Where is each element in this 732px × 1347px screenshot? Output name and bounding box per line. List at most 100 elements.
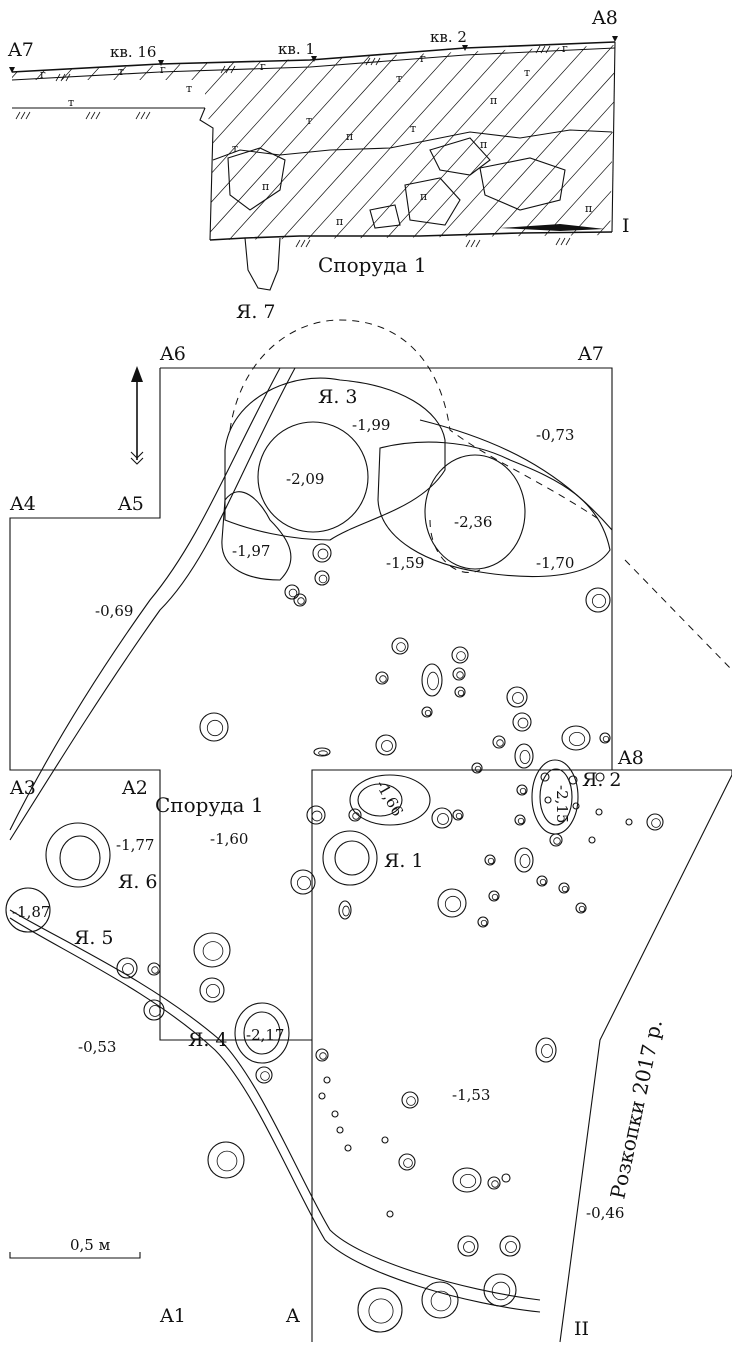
posthole-inner xyxy=(519,854,531,869)
section-marker-sq16 xyxy=(158,60,164,66)
posthole-outer xyxy=(318,1092,326,1100)
posthole-inner xyxy=(342,905,350,917)
soil-mark-sand: п xyxy=(336,215,343,228)
posthole-outer xyxy=(492,735,506,749)
soil-mark-clay: т xyxy=(232,142,238,155)
ground-tick xyxy=(225,65,231,74)
posthole-inner xyxy=(427,671,439,691)
posthole-outer xyxy=(255,1066,273,1084)
posthole-inner xyxy=(311,810,323,822)
posthole-inner xyxy=(496,739,504,747)
ground-tick xyxy=(90,111,96,120)
posthole-inner xyxy=(122,963,134,975)
section-dark-lens xyxy=(500,224,605,231)
posthole-outer xyxy=(514,847,534,873)
posthole-outer xyxy=(514,814,526,826)
section-square-2: кв. 2 xyxy=(430,28,467,46)
plan-point-a3: A3 xyxy=(9,777,36,799)
depth-mark: -2,09 xyxy=(286,470,324,488)
section-ground-surface xyxy=(11,41,616,73)
section-marker-a8 xyxy=(612,36,618,42)
posthole-outer xyxy=(595,808,603,816)
pit3-label: Я. 3 xyxy=(318,386,358,408)
ground-tick xyxy=(140,111,146,120)
posthole-inner xyxy=(553,837,561,845)
posthole-outer xyxy=(452,667,466,681)
posthole-outer xyxy=(499,1235,521,1257)
hatch-line xyxy=(427,45,615,240)
posthole-inner xyxy=(592,594,607,609)
posthole-outer xyxy=(193,932,231,968)
soil-mark-clay: т xyxy=(306,114,312,127)
posthole-outer xyxy=(512,712,532,732)
posthole-outer xyxy=(558,882,570,894)
section-marker-sq1 xyxy=(311,56,317,62)
plan-point-a8: A8 xyxy=(617,747,644,769)
posthole-outer xyxy=(421,1281,459,1319)
plan-structure-label: Споруда 1 xyxy=(155,793,264,817)
soil-mark-clay: т xyxy=(68,96,74,109)
depth-mark: -1,97 xyxy=(232,542,270,560)
posthole-inner xyxy=(505,1241,517,1253)
posthole-inner xyxy=(318,750,328,756)
section-pit7-label: Я. 7 xyxy=(236,301,276,323)
soil-mark-sand: п xyxy=(585,202,592,215)
posthole-outer xyxy=(315,1048,329,1062)
posthole-outer xyxy=(452,809,464,821)
pit3-east-pit xyxy=(377,441,611,578)
posthole-inner xyxy=(602,735,610,743)
soil-mark-turf: г xyxy=(160,63,166,76)
section-marker-a7 xyxy=(9,67,15,73)
ground-tick xyxy=(145,111,151,120)
ground-tick xyxy=(65,73,71,82)
pit3-deep-circle xyxy=(257,421,369,533)
posthole-inner xyxy=(216,1150,238,1172)
ground-tick xyxy=(55,73,61,82)
ground-tick xyxy=(300,239,306,248)
posthole-outer xyxy=(344,1144,352,1152)
posthole-inner xyxy=(424,709,432,717)
posthole-outer xyxy=(290,869,316,895)
ground-tick xyxy=(475,239,481,248)
depth-mark: -1,99 xyxy=(352,416,390,434)
posthole-outer xyxy=(336,1126,344,1134)
plan-point-a5: A5 xyxy=(117,493,144,515)
pit6-outer xyxy=(45,822,111,888)
posthole-inner xyxy=(512,692,524,704)
ground-tick xyxy=(560,237,566,246)
posthole-outer xyxy=(314,570,330,586)
posthole-outer xyxy=(338,900,352,920)
posthole-outer xyxy=(331,1110,339,1118)
posthole-outer xyxy=(401,1091,419,1109)
posthole-inner xyxy=(444,895,462,913)
soil-mark-sand: п xyxy=(420,190,427,203)
posthole-outer xyxy=(454,686,466,698)
plan-point-a4: A4 xyxy=(9,493,36,515)
posthole-outer xyxy=(575,902,587,914)
soil-mark-clay: т xyxy=(524,66,530,79)
structure-boundary-east xyxy=(419,419,613,531)
posthole-inner xyxy=(202,941,224,961)
posthole-inner xyxy=(463,1241,475,1253)
posthole-outer xyxy=(431,807,453,829)
depth-mark: -1,77 xyxy=(116,836,154,854)
posthole-inner xyxy=(288,588,298,598)
ground-tick xyxy=(465,239,471,248)
section-profile-number: I xyxy=(622,215,630,237)
hatch-line xyxy=(531,45,615,240)
pit6-label: Я. 6 xyxy=(118,871,158,893)
section-hatching xyxy=(12,40,732,250)
posthole-inner xyxy=(319,1052,327,1060)
posthole-outer xyxy=(561,725,591,751)
posthole-outer xyxy=(535,1037,557,1063)
hatch-line xyxy=(505,45,615,240)
depth-mark: -0,53 xyxy=(78,1038,116,1056)
posthole-outer xyxy=(588,836,596,844)
posthole-outer xyxy=(375,671,389,685)
posthole-outer xyxy=(488,890,500,902)
plan-excavation-2017-outline xyxy=(312,769,732,1343)
ground-tick xyxy=(365,57,371,66)
posthole-outer xyxy=(381,1136,389,1144)
hatch-line xyxy=(714,40,732,250)
posthole-inner xyxy=(151,966,159,974)
